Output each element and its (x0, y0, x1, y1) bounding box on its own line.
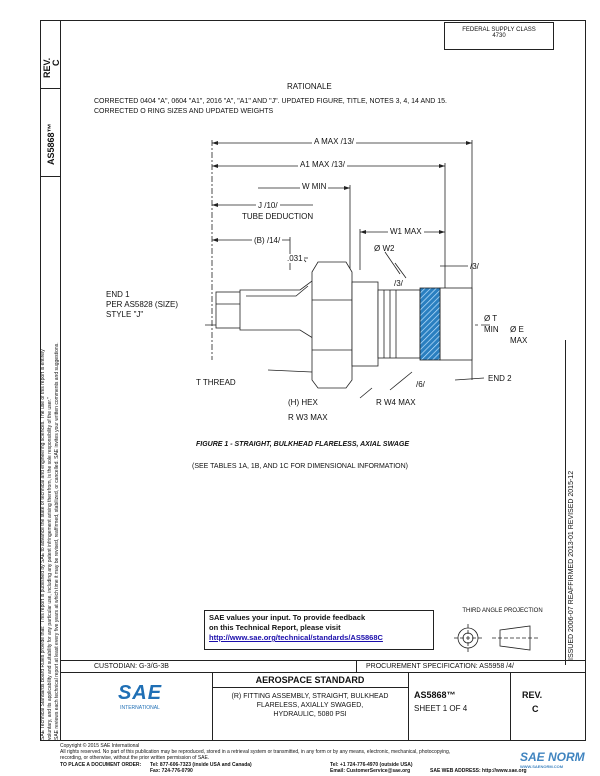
footer: Copyright © 2015 SAE International All r… (60, 743, 600, 762)
label-b: (B) /14/ (252, 236, 283, 245)
label-j: J /10/ (256, 201, 280, 210)
custodian-divider (356, 660, 357, 672)
projection-label: THIRD ANGLE PROJECTION (462, 608, 543, 614)
stamp-line-1: FEDERAL SUPPLY CLASS (462, 27, 536, 33)
footer-tel-2: Tel: +1 724-776-4970 (outside USA) (330, 762, 413, 768)
rationale-line-1: CORRECTED 0404 "A", 0604 "A1", 2016 "A",… (94, 98, 447, 105)
title-logo-divider (212, 672, 213, 741)
label-a1-max: A1 MAX /13/ (298, 160, 347, 169)
title-sheet: SHEET 1 OF 4 (414, 704, 468, 713)
label-a-max: A MAX /13/ (312, 137, 357, 146)
footer-email: Email: CustomerService@sae.org (330, 768, 411, 774)
feedback-line-2: on this Technical Report, please visit (209, 623, 341, 632)
rationale-line-2: CORRECTED O RING SIZES AND UPDATED WEIGH… (94, 108, 274, 115)
seal-hatch (419, 287, 441, 361)
label-end1-line1: END 1 (106, 290, 130, 299)
label-e-max-1: Ø E (510, 325, 524, 334)
label-note3-mid: /3/ (394, 279, 403, 288)
third-angle-projection-icon (454, 624, 540, 652)
label-w2: Ø W2 (374, 244, 395, 253)
label-tube-deduction: TUBE DEDUCTION (242, 212, 314, 221)
label-t-min-2: MIN (484, 325, 499, 334)
label-rw3: R W3 MAX (288, 413, 328, 422)
sae-logo: SAE INTERNATIONAL (110, 682, 170, 722)
figure-caption: FIGURE 1 - STRAIGHT, BULKHEAD FLARELESS,… (196, 441, 409, 448)
title-block-top-line (60, 660, 586, 661)
fitting-drawing (205, 140, 490, 399)
label-e-max-2: MAX (510, 336, 528, 345)
footer-tel-1: Tel: 877-606-7323 (inside USA and Canada… (150, 762, 252, 768)
title-desc-3: HYDRAULIC, 5080 PSI (273, 711, 347, 718)
title-desc-2: FLARELESS, AXIALLY SWAGED, (256, 702, 364, 709)
label-t-min-1: Ø T (484, 314, 498, 323)
watermark-sub: WWW.SAENORM.COM (520, 764, 564, 769)
feedback-line-1: SAE values your input. To provide feedba… (209, 613, 366, 622)
issued-dates: ISSUED 2006-07 REAFFIRMED 2013-01 REVISE… (568, 470, 575, 660)
rationale-title: RATIONALE (287, 82, 332, 91)
right-column-divider (565, 340, 566, 665)
label-end2: END 2 (488, 374, 512, 383)
title-rev-divider (510, 672, 511, 741)
title-heading: AEROSPACE STANDARD (255, 675, 365, 685)
projection-box: THIRD ANGLE PROJECTION (440, 605, 565, 660)
footer-copyright: Copyright © 2015 SAE International (60, 743, 140, 749)
title-doc-number: AS5868™ (414, 690, 456, 700)
title-rev-label: REV. (522, 690, 543, 700)
feedback-box: SAE values your input. To provide feedba… (204, 610, 434, 650)
drawing-frame (40, 20, 586, 741)
sae-logo-mark: SAE (117, 682, 163, 704)
left-column-divider (60, 20, 61, 741)
label-031: .031 (286, 254, 304, 263)
footer-web: SAE WEB ADDRESS: http://www.sae.org (430, 768, 527, 774)
left-rev-divider (40, 88, 61, 89)
title-block-row-line (60, 672, 586, 673)
watermark-text: SAE NORM (520, 750, 585, 764)
label-note3-top: /3/ (470, 262, 479, 271)
supply-class-stamp: FEDERAL SUPPLY CLASS 4730 (444, 22, 554, 50)
title-desc-1: (R) FITTING ASSEMBLY, STRAIGHT, BULKHEAD (231, 693, 389, 700)
figure-subcaption: (SEE TABLES 1A, 1B, AND 1C FOR DIMENSION… (192, 463, 409, 470)
label-t-thread: T THREAD (196, 378, 236, 387)
label-rw4: R W4 MAX (376, 398, 416, 407)
label-note6: /6/ (416, 380, 425, 389)
title-desc: (R) FITTING ASSEMBLY, STRAIGHT, BULKHEAD… (212, 692, 408, 719)
title-heading-line (212, 687, 408, 688)
footer-rights-2: recording, or otherwise, without the pri… (60, 755, 210, 762)
label-w1-max: W1 MAX (388, 227, 424, 236)
footer-fax: Fax: 724-776-0790 (150, 768, 193, 774)
title-rev-value: C (532, 704, 539, 714)
label-end1-line2: PER AS5828 (SIZE) (106, 300, 179, 309)
label-end1-line3: STYLE "J" (106, 310, 144, 319)
feedback-link[interactable]: http://www.sae.org/technical/standards/A… (209, 633, 383, 642)
procurement-spec: PROCUREMENT SPECIFICATION: AS5958 /4/ (366, 663, 514, 670)
stamp-line-2: 4730 (492, 33, 506, 39)
footer-order-label: TO PLACE A DOCUMENT ORDER: (60, 762, 142, 768)
label-h-hex: (H) HEX (288, 398, 318, 407)
sae-logo-sub: INTERNATIONAL (120, 705, 160, 711)
title-docnum-divider (408, 672, 409, 741)
watermark: SAE NORM WWW.SAENORM.COM (520, 750, 585, 769)
custodian: CUSTODIAN: G-3/G-3B (94, 663, 169, 670)
label-w-min: W MIN (300, 182, 329, 191)
footer-rights: All rights reserved. No part of this pub… (60, 749, 451, 756)
left-docnum-divider (40, 176, 61, 177)
